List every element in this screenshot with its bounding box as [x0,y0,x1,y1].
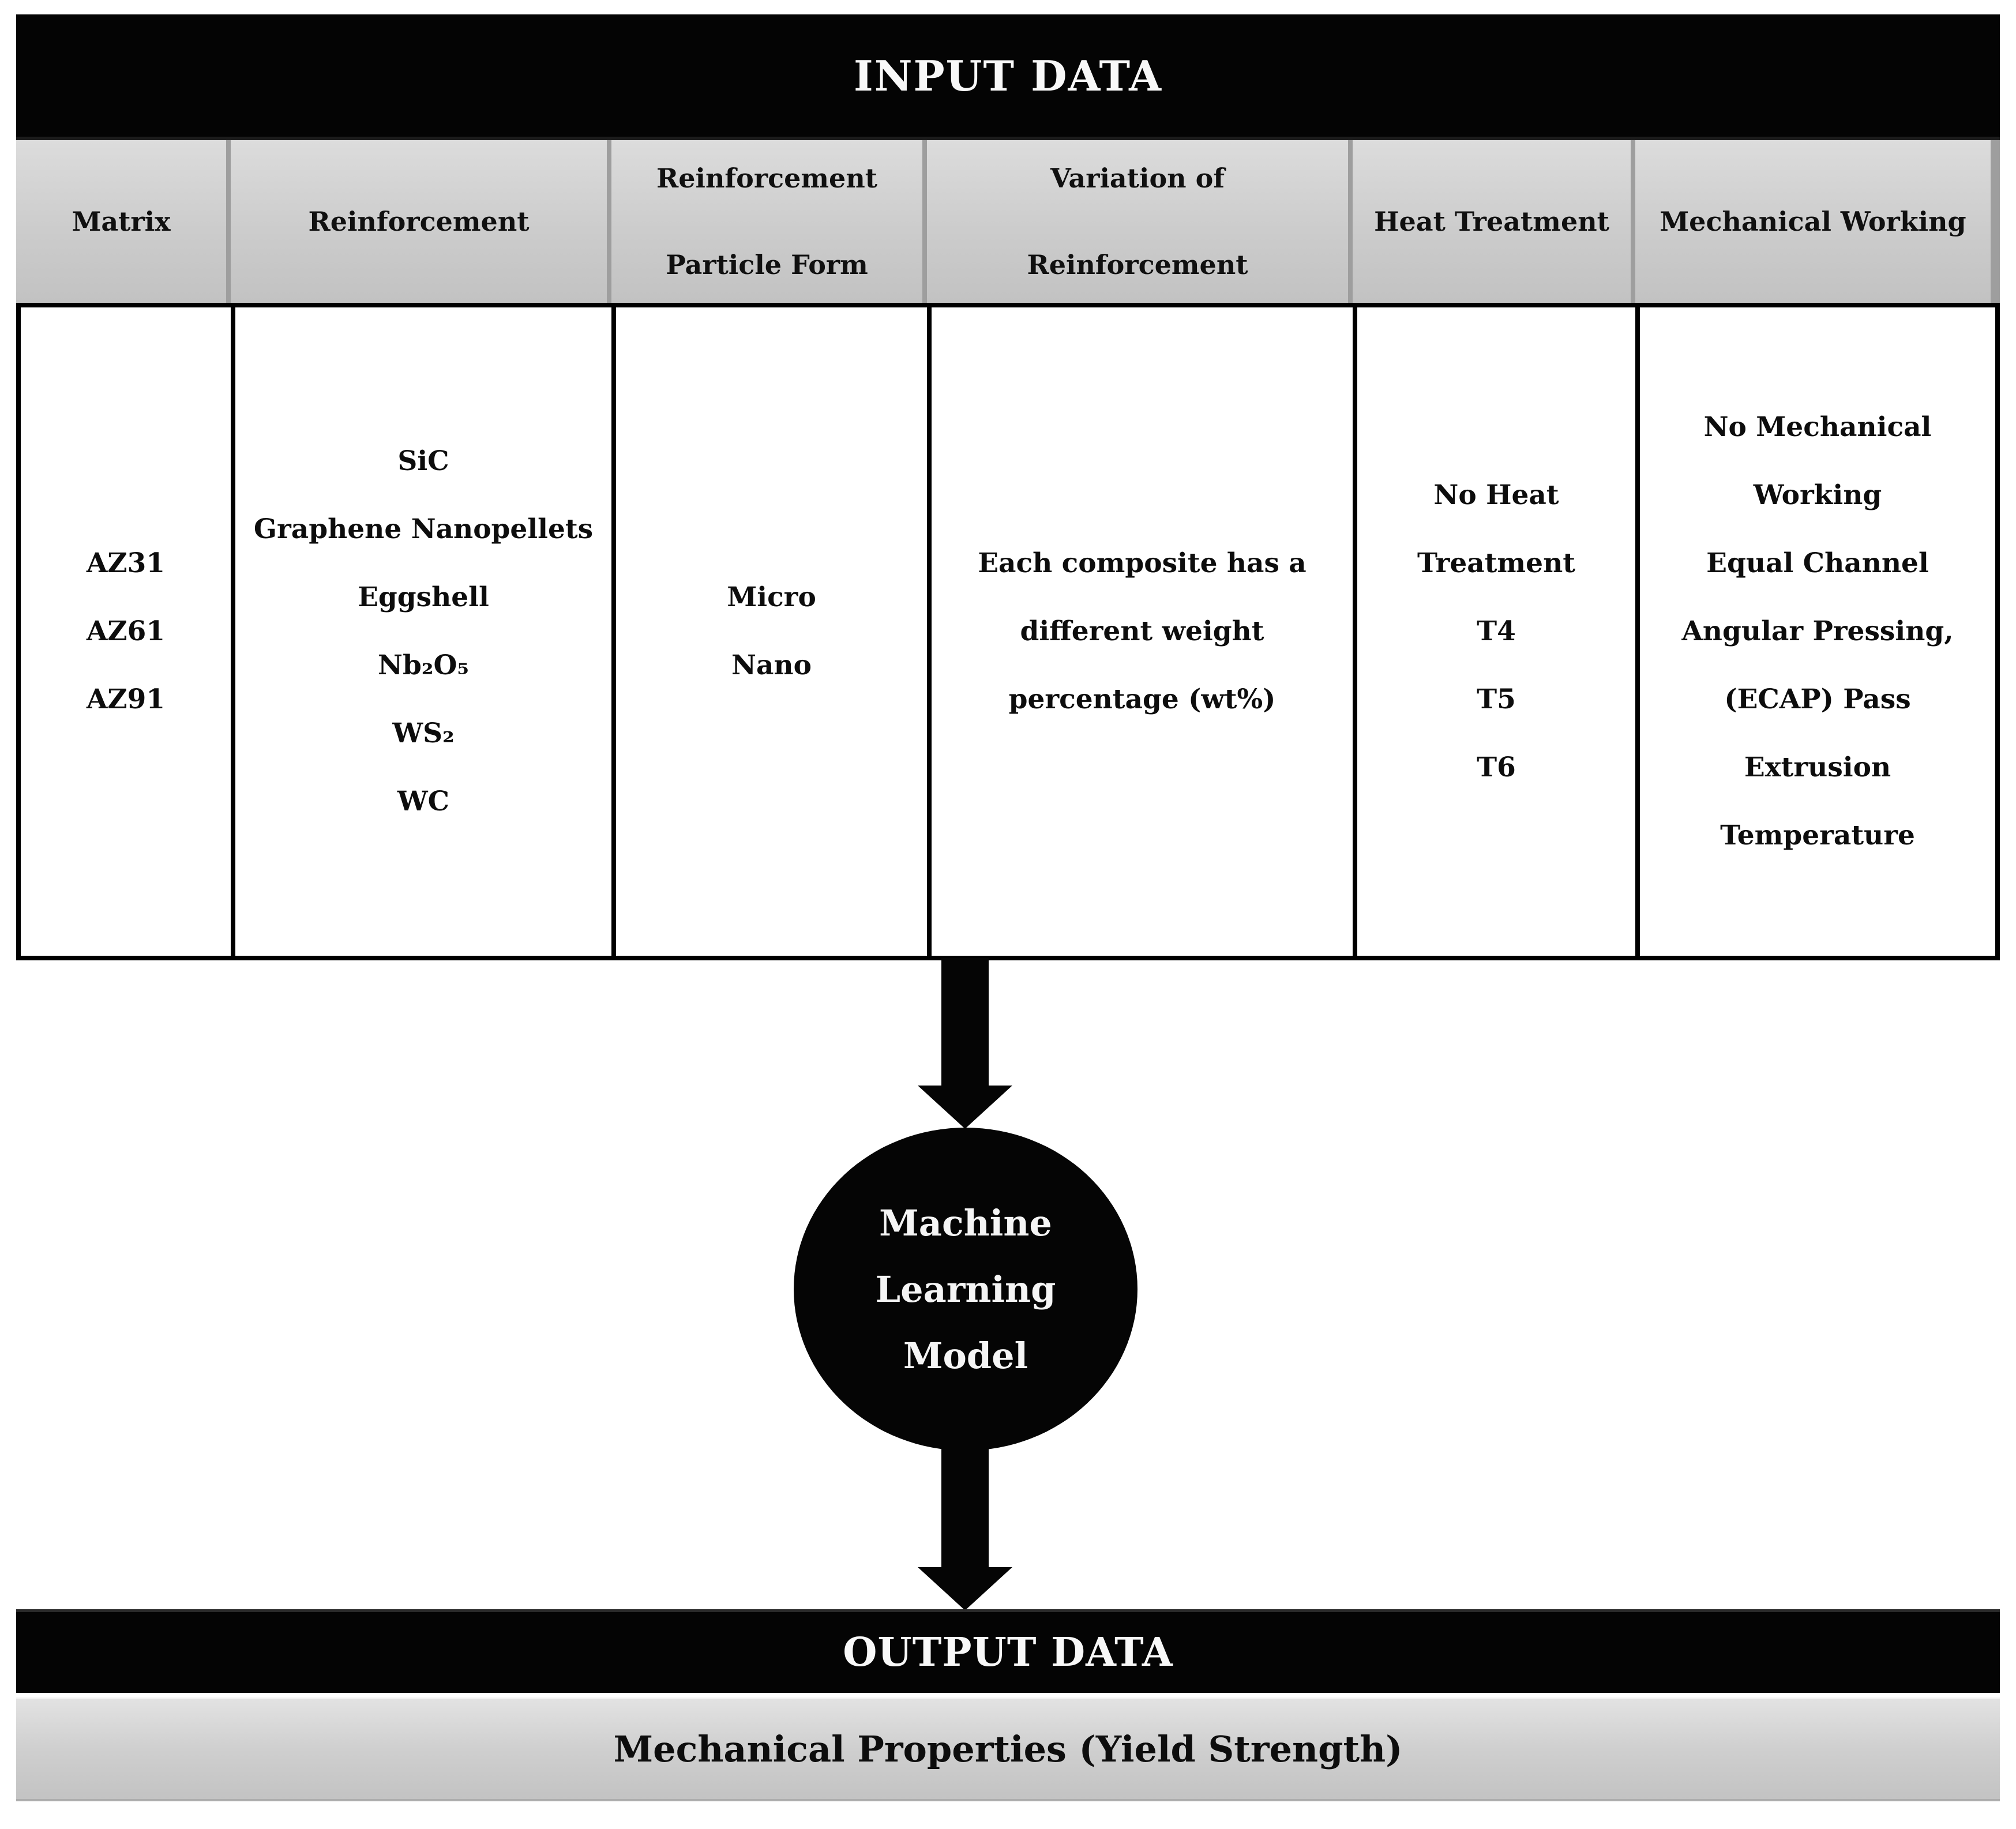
machine-learning-model-node: Machine Learning Model [794,1128,1137,1451]
cell-line: Treatment [1417,547,1575,579]
header-cell-variation: Variation of Reinforcement [927,140,1348,303]
cell-line: T6 [1477,752,1516,783]
cell-line: AZ91 [86,683,166,715]
header-label: Heat Treatment [1374,206,1609,237]
cell-line: Angular Pressing, [1681,615,1954,647]
cell-line: T4 [1477,615,1516,647]
cell-line: AZ61 [86,615,166,647]
cell-line: WS₂ [392,718,455,749]
header-label: Matrix [72,206,171,237]
cell-line: T5 [1477,683,1516,715]
header-cell-mechanical-working: Mechanical Working [1635,140,1991,303]
cell-line: (ECAP) Pass [1724,683,1911,715]
model-label-line: Learning [875,1268,1056,1310]
cell-line: Nb₂O₅ [378,649,469,681]
header-cell-heat-treatment: Heat Treatment [1353,140,1631,303]
cell-line: Extrusion [1744,752,1891,783]
output-data-title-bar: OUTPUT DATA [16,1609,2000,1693]
cell-line: Eggshell [358,581,489,613]
header-label: Mechanical Working [1660,206,1966,237]
header-cell-matrix: Matrix [16,140,226,303]
header-label: Variation of Reinforcement [1027,163,1248,280]
header-label: Reinforcement [308,206,530,237]
cell-line: AZ31 [86,547,166,579]
header-label: Reinforcement Particle Form [656,163,878,280]
body-cell-variation: Each composite has a different weight perc… [932,307,1353,956]
input-data-title-bar: INPUT DATA [16,14,2000,140]
cell-line: Equal Channel [1706,547,1929,579]
output-result-bar: Mechanical Properties (Yield Strength) [16,1697,2000,1801]
header-cell-particle-form: Reinforcement Particle Form [611,140,922,303]
input-data-title: INPUT DATA [854,51,1162,100]
output-data-title: OUTPUT DATA [843,1629,1173,1676]
model-label-line: Machine [879,1201,1052,1244]
down-arrow-model-to-output-icon [918,1449,1012,1610]
cell-line: Nano [731,649,812,681]
cell-line: different weight [1020,615,1264,647]
header-cell-reinforcement: Reinforcement [231,140,607,303]
cell-line: Each composite has a [978,547,1307,579]
input-table-header-row: Matrix Reinforcement Reinforcement Parti… [16,140,2000,303]
model-label-line: Model [903,1334,1028,1377]
cell-line: Micro [727,581,816,613]
cell-line: percentage (wt%) [1008,683,1276,715]
cell-line: No Mechanical [1703,411,1932,443]
cell-line: Working [1753,479,1882,511]
cell-line: No Heat [1433,479,1559,511]
cell-line: WC [397,786,450,817]
output-result-text: Mechanical Properties (Yield Strength) [613,1728,1403,1770]
cell-line: SiC [397,445,449,477]
cell-line: Temperature [1720,820,1915,851]
cell-line: Graphene Nanopellets [253,513,594,545]
down-arrow-input-to-model-icon [918,958,1012,1129]
